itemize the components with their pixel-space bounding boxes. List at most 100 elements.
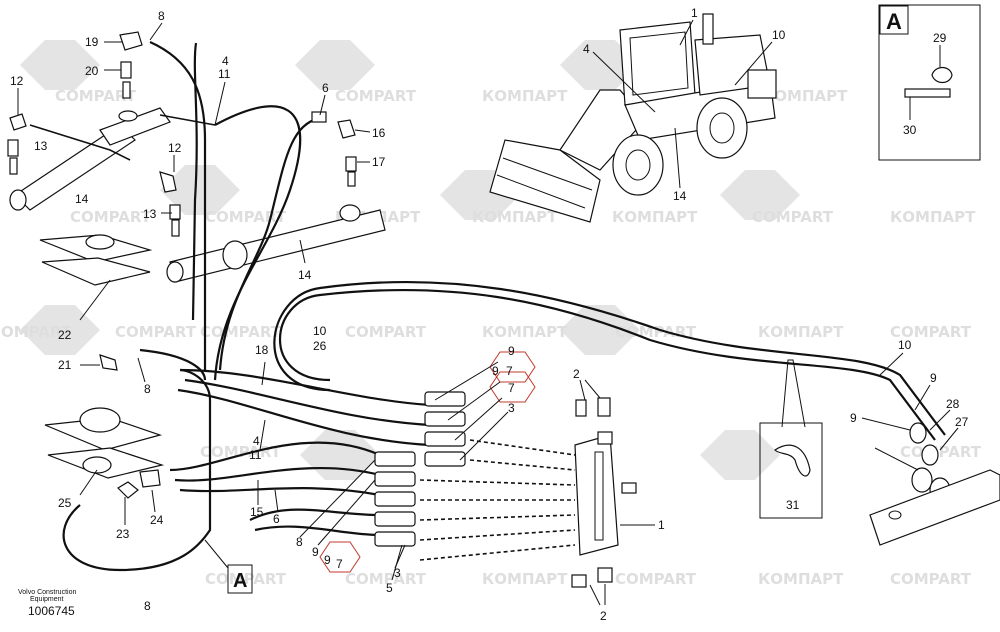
brand-line-1: Volvo Construction xyxy=(18,589,76,596)
svg-text:COMPART: COMPART xyxy=(335,87,417,105)
callout-8: 8 xyxy=(144,599,151,613)
loader-rear-wheel xyxy=(696,97,748,159)
callout-9: 9 xyxy=(850,411,857,425)
callout-9: 9 xyxy=(492,364,499,378)
svg-text:COMPART: COMPART xyxy=(752,208,834,226)
callout-9: 9 xyxy=(312,545,319,559)
callout-21: 21 xyxy=(58,358,72,372)
svg-text:COMPART: COMPART xyxy=(55,87,137,105)
clamp-detail-box: 31 xyxy=(759,359,823,519)
svg-text:COMPART: COMPART xyxy=(345,570,427,588)
callout-1: 1 xyxy=(658,518,665,532)
footer-brand: Volvo Construction Equipment 1006745 xyxy=(18,589,76,618)
watermark-layer: COMPART COMPART КОМПАРТ КОМПАРТ COMPART … xyxy=(0,40,982,588)
callout-9: 9 xyxy=(508,344,515,358)
svg-text:COMPART: COMPART xyxy=(70,208,152,226)
callout-19: 19 xyxy=(85,35,99,49)
svg-text:COMPART: COMPART xyxy=(200,323,282,341)
svg-text:COMPART: COMPART xyxy=(615,570,697,588)
svg-text:КОМПАРТ: КОМПАРТ xyxy=(612,208,698,226)
callout-27: 27 xyxy=(955,415,969,429)
callout-8: 8 xyxy=(296,535,303,549)
callout-7: 7 xyxy=(336,557,343,571)
svg-text:КОМПАРТ: КОМПАРТ xyxy=(758,570,844,588)
callout-22: 22 xyxy=(58,328,72,342)
callout-15: 15 xyxy=(250,505,264,519)
boom-cylinder-center xyxy=(166,204,386,283)
callout-23: 23 xyxy=(116,527,130,541)
callout-4: 4 xyxy=(222,54,229,68)
callout-8: 8 xyxy=(144,382,151,396)
callout-6: 6 xyxy=(273,512,280,526)
callout-4: 4 xyxy=(583,42,590,56)
svg-text:COMPART: COMPART xyxy=(0,323,72,341)
callout-18: 18 xyxy=(255,343,269,357)
callout-31: 31 xyxy=(786,498,800,512)
quick-couplings xyxy=(374,391,576,561)
detail-clamp-part xyxy=(931,66,953,84)
small-fittings xyxy=(7,31,357,371)
callout-3: 3 xyxy=(394,566,401,580)
callout-labels: 8 19 20 12 13 14 12 13 4 11 6 16 17 14 2… xyxy=(10,6,969,623)
loader-bucket xyxy=(489,139,601,223)
callout-9: 9 xyxy=(930,371,937,385)
callout-9: 9 xyxy=(324,553,331,567)
svg-text:КОМПАРТ: КОМПАРТ xyxy=(482,323,568,341)
callout-29: 29 xyxy=(933,31,947,45)
watermark-row-2: COMPART COMPART КОМПАРТ КОМПАРТ КОМПАРТ … xyxy=(70,165,976,226)
svg-text:КОМПАРТ: КОМПАРТ xyxy=(472,208,558,226)
callout-28: 28 xyxy=(946,397,960,411)
callout-20: 20 xyxy=(85,64,99,78)
callout-7: 7 xyxy=(508,381,515,395)
callout-13: 13 xyxy=(143,207,157,221)
watermark-row-1: COMPART COMPART КОМПАРТ КОМПАРТ xyxy=(20,40,848,105)
svg-text:COMPART: COMPART xyxy=(890,323,972,341)
svg-text:КОМПАРТ: КОМПАРТ xyxy=(758,323,844,341)
svg-text:КОМПАРТ: КОМПАРТ xyxy=(890,208,976,226)
svg-text:COMPART: COMPART xyxy=(200,443,282,461)
callout-14: 14 xyxy=(75,192,89,206)
svg-text:КОМПАРТ: КОМПАРТ xyxy=(482,87,568,105)
callout-3: 3 xyxy=(508,401,515,415)
callout-13: 13 xyxy=(34,139,48,153)
detail-a-box: A 29 30 xyxy=(878,4,981,161)
callout-12: 12 xyxy=(168,141,182,155)
right-fittings xyxy=(869,422,1000,546)
detail-bolt-part xyxy=(904,88,951,98)
callout-16: 16 xyxy=(372,126,386,140)
callout-11: 11 xyxy=(218,67,231,81)
callout-8: 8 xyxy=(158,9,165,23)
wheel-loader-illustration xyxy=(489,13,777,223)
loader-exhaust xyxy=(702,13,714,45)
callout-2: 2 xyxy=(600,609,607,623)
callout-10: 10 xyxy=(898,338,912,352)
callout-6: 6 xyxy=(322,81,329,95)
view-marker-a: A xyxy=(204,539,253,594)
callout-1: 1 xyxy=(691,6,698,20)
svg-text:COMPART: COMPART xyxy=(615,323,697,341)
loader-counterweight xyxy=(747,69,777,99)
svg-text:COMPART: COMPART xyxy=(900,443,982,461)
watermark-row-5: COMPART COMPART КОМПАРТ COMPART КОМПАРТ … xyxy=(205,570,972,588)
loader-front-wheel xyxy=(612,134,664,196)
svg-text:COMPART: COMPART xyxy=(205,208,287,226)
callout-25: 25 xyxy=(58,496,72,510)
callout-24: 24 xyxy=(150,513,164,527)
callout-30: 30 xyxy=(903,123,917,137)
callout-7: 7 xyxy=(506,364,513,378)
callout-14: 14 xyxy=(298,268,312,282)
doc-number: 1006745 xyxy=(28,604,75,618)
callout-4: 4 xyxy=(253,434,260,448)
callout-5: 5 xyxy=(386,581,393,595)
svg-text:COMPART: COMPART xyxy=(115,323,197,341)
callout-10: 10 xyxy=(772,28,786,42)
boom-cylinder-left xyxy=(9,107,216,211)
brand-line-2: Equipment xyxy=(30,596,64,603)
svg-text:COMPART: COMPART xyxy=(205,570,287,588)
mount-parts xyxy=(39,234,165,499)
watermark-row-3: COMPART COMPART COMPART COMPART КОМПАРТ … xyxy=(0,305,972,355)
callout-26: 26 xyxy=(313,339,327,353)
svg-text:КОМПАРТ: КОМПАРТ xyxy=(482,570,568,588)
detail-a-letter: A xyxy=(886,9,902,34)
